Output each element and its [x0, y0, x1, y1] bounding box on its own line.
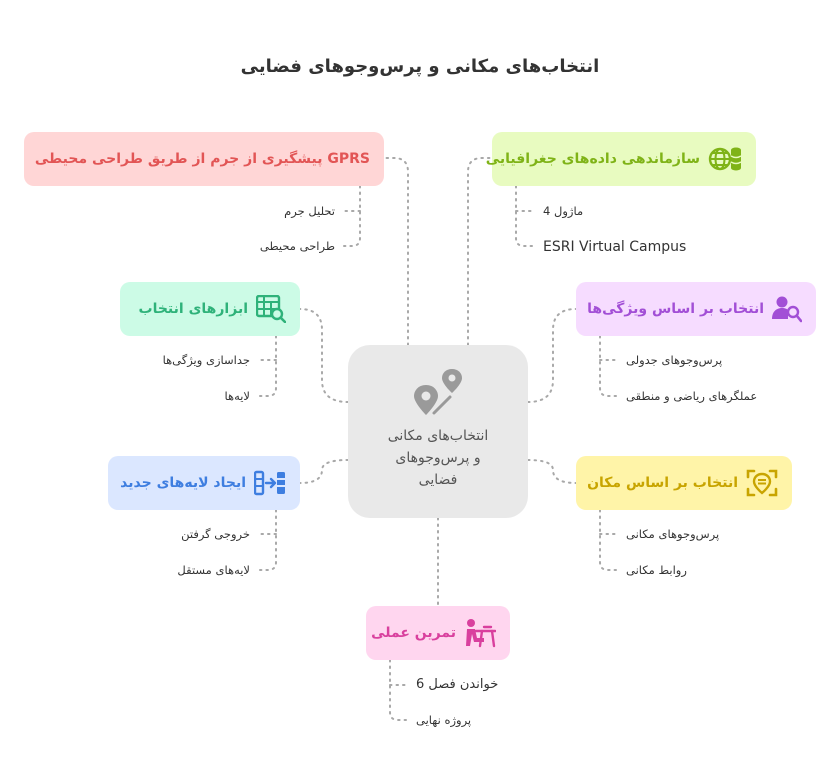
node-selection-tools-child: جداسازی ویژگی‌ها [162, 353, 250, 367]
node-geodata-label: سازماندهی داده‌های جغرافیایی [485, 151, 700, 167]
node-gprs-child: تحلیل جرم [284, 204, 335, 218]
node-selection-tools-label: ابزارهای انتخاب [138, 301, 248, 317]
node-selection-tools[interactable]: ابزارهای انتخاب [120, 282, 300, 336]
node-geodata-child: ماژول 4 [543, 204, 584, 218]
node-new-layers-child: خروجی گرفتن [181, 527, 250, 541]
node-attribute-selection-child: پرس‌وجوهای جدولی [626, 353, 723, 367]
node-practice[interactable]: تمرین عملی [366, 606, 510, 660]
node-location-selection-label: انتخاب بر اساس مکان [587, 475, 738, 491]
table-search-icon [256, 295, 286, 323]
node-practice-label: تمرین عملی [371, 625, 456, 641]
node-location-selection[interactable]: انتخاب بر اساس مکان [576, 456, 792, 510]
layers-export-icon [254, 469, 286, 497]
central-topic-label: انتخاب‌های مکانی و پرس‌وجوهای فضایی [387, 428, 489, 488]
node-new-layers-child: لایه‌های مستقل [177, 563, 250, 577]
node-gprs-label: GPRS پیشگیری از جرم از طریق طراحی محیطی [34, 151, 370, 167]
globe-database-icon [708, 144, 742, 174]
location-scan-icon [746, 468, 778, 498]
node-geodata-child: ESRI Virtual Campus [543, 239, 687, 255]
node-geodata[interactable]: سازماندهی داده‌های جغرافیایی [486, 132, 756, 186]
node-selection-tools-child: لایه‌ها [224, 389, 251, 403]
node-gprs[interactable]: GPRS پیشگیری از جرم از طریق طراحی محیطی [24, 132, 384, 186]
node-gprs-child: طراحی محیطی [259, 239, 335, 253]
student-desk-icon [464, 618, 496, 648]
node-attribute-selection-label: انتخاب بر اساس ویژگی‌ها [587, 301, 764, 317]
node-location-selection-child: روابط مکانی [626, 563, 687, 577]
node-location-selection-child: پرس‌وجوهای مکانی [626, 527, 720, 541]
map-pin-route-icon [414, 369, 462, 415]
node-new-layers-label: ایجاد لایه‌های جدید [120, 475, 246, 491]
node-practice-child: خواندن فصل 6 [416, 677, 499, 692]
node-attribute-selection[interactable]: انتخاب بر اساس ویژگی‌ها [576, 282, 816, 336]
node-attribute-selection-child: عملگرهای ریاضی و منطقی [626, 389, 758, 403]
node-practice-child: پروژه نهایی [416, 713, 472, 727]
page-title: انتخاب‌های مکانی و پرس‌وجوهای فضایی [240, 56, 600, 77]
user-search-icon [772, 295, 802, 323]
central-topic-node[interactable]: انتخاب‌های مکانی و پرس‌وجوهای فضایی [348, 345, 528, 518]
node-new-layers[interactable]: ایجاد لایه‌های جدید [108, 456, 300, 510]
